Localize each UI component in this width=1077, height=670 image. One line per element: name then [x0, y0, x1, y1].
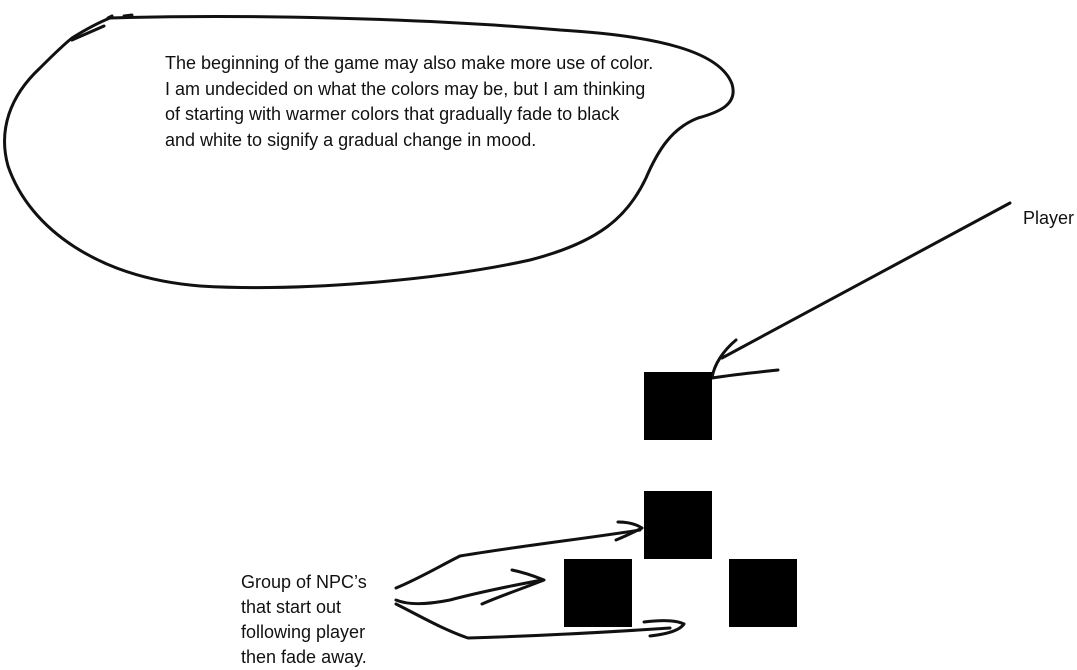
npc-block: [729, 559, 797, 627]
npc-group-label-line: that start out: [241, 597, 342, 617]
npc-group-label: Group of NPC’s that start out following …: [241, 570, 367, 670]
player-label: Player: [1023, 208, 1075, 228]
npc-block: [564, 559, 632, 627]
design-note: The beginning of the game may also make …: [165, 51, 710, 153]
design-note-line: and white to signify a gradual change in…: [165, 129, 537, 150]
design-note-line: of starting with warmer colors that grad…: [165, 104, 620, 124]
npc-arrow-top: [394, 528, 642, 590]
npc-group-label-line: following player: [241, 622, 366, 642]
npc-arrowhead-middle: [480, 568, 546, 606]
note-bubble-outline: [3, 15, 735, 290]
npc-arrow-middle: [394, 578, 544, 606]
npc-arrowhead-bottom: [642, 619, 686, 638]
npc-arrowhead-top: [614, 520, 644, 542]
note-bubble-flick: [70, 13, 134, 42]
npc-block: [644, 491, 712, 559]
player-arrowhead: [710, 338, 780, 380]
design-note-line: The beginning of the game may also make …: [165, 53, 654, 73]
player-block: [644, 372, 712, 440]
npc-group-label-line: Group of NPC’s: [241, 572, 367, 592]
npc-group-label-line: then fade away.: [241, 647, 367, 667]
design-note-line: I am undecided on what the colors may be…: [165, 78, 646, 99]
npc-arrow-bottom: [394, 602, 672, 640]
player-arrow-shaft: [720, 201, 1012, 360]
